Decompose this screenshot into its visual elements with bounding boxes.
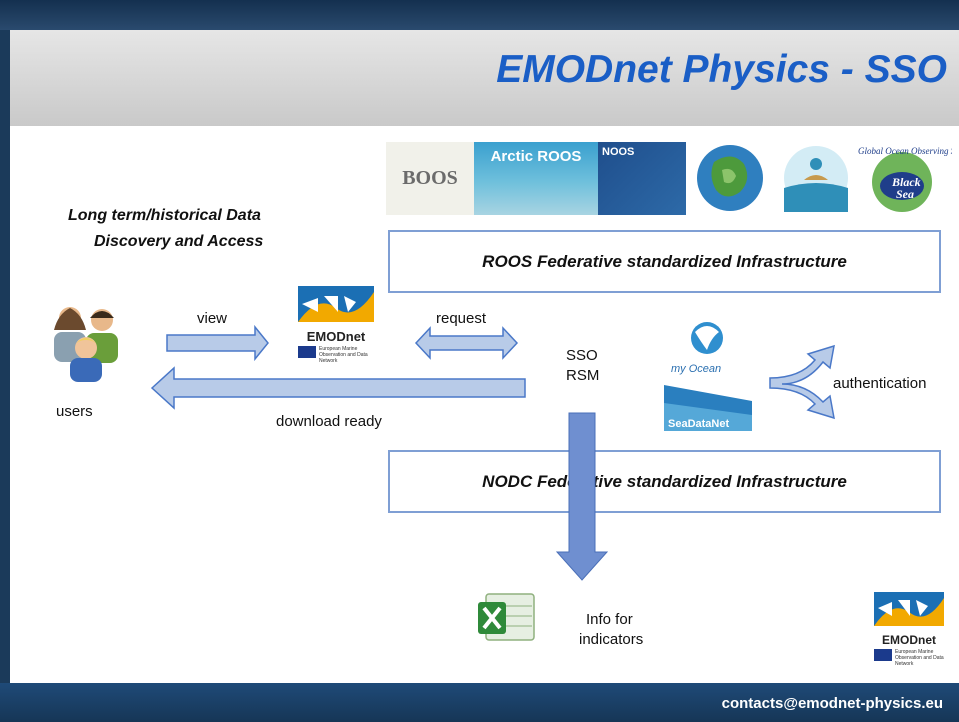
top-bar <box>0 0 959 30</box>
europe-map-logo <box>692 142 770 215</box>
view-arrow <box>166 324 269 362</box>
seadatanet-logo: SeaDataNet <box>664 385 752 431</box>
info-label-line1: Info for <box>586 611 633 628</box>
myocean-logo-text: my Ocean <box>671 363 721 375</box>
mediterranean-logo <box>776 142 854 215</box>
footer-bar <box>0 683 959 722</box>
rsm-label: RSM <box>566 367 600 384</box>
eu-flag-icon <box>298 346 316 358</box>
sso-label: SSO <box>566 347 598 364</box>
arctic-roos-logo: Arctic ROOS <box>474 142 598 215</box>
heading-line1: Long term/historical Data <box>68 207 261 224</box>
users-icon <box>54 307 118 382</box>
eu-flag-footer-icon <box>874 649 892 661</box>
emodnet-footer-subtitle: European Marine Observation and Data Net… <box>895 649 944 667</box>
arctic-roos-logo-text: Arctic ROOS <box>490 148 582 165</box>
info-label-line2: indicators <box>579 631 644 648</box>
authentication-arrow <box>769 344 835 420</box>
boos-logo-text: BOOS <box>402 167 458 189</box>
indicators-down-arrow <box>555 412 609 581</box>
emodnet-subtitle: European Marine Observation and Data Net… <box>319 346 368 364</box>
title-bar <box>10 30 959 126</box>
noos-logo-text: NOOS <box>602 146 635 158</box>
roos-infrastructure-box: ROOS Federative standardized Infrastruct… <box>388 230 941 293</box>
myocean-logo: my Ocean <box>671 322 723 375</box>
download-ready-arrow <box>150 366 526 410</box>
boos-logo: BOOS <box>386 142 474 215</box>
request-arrow <box>414 326 519 360</box>
view-label: view <box>197 310 228 327</box>
black-sea-line1: Black <box>891 175 921 189</box>
slide-title: EMODnet Physics - SSO <box>496 48 947 91</box>
nodc-infrastructure-box: NODC Federative standardized Infrastruct… <box>388 450 941 513</box>
excel-icon <box>478 593 535 641</box>
heading-line2: Discovery and Access <box>94 233 264 250</box>
authentication-label: authentication <box>833 375 927 392</box>
emodnet-footer-text: EMODnet <box>882 633 936 647</box>
emodnet-logo: EMODnet European Marine Observation and … <box>298 286 374 366</box>
slide-area <box>10 126 959 683</box>
emodnet-logo-footer: EMODnet European Marine Observation and … <box>874 592 944 676</box>
users-label: users <box>56 403 93 420</box>
emodnet-wave-icon <box>298 286 374 322</box>
contact-email[interactable]: contacts@emodnet-physics.eu <box>721 695 943 712</box>
download-ready-label: download ready <box>276 413 382 430</box>
request-label: request <box>436 310 487 327</box>
black-sea-line2: Sea <box>896 187 914 201</box>
goos-logo-text: Global Ocean Observing System <box>858 146 952 156</box>
seadatanet-logo-text: SeaDataNet <box>668 418 729 430</box>
black-sea-goos-logo: Global Ocean Observing System Black Sea <box>854 142 952 215</box>
emodnet-footer-wave-icon <box>874 592 944 626</box>
noos-logo: NOOS <box>598 142 686 215</box>
emodnet-logo-text: EMODnet <box>306 329 366 344</box>
